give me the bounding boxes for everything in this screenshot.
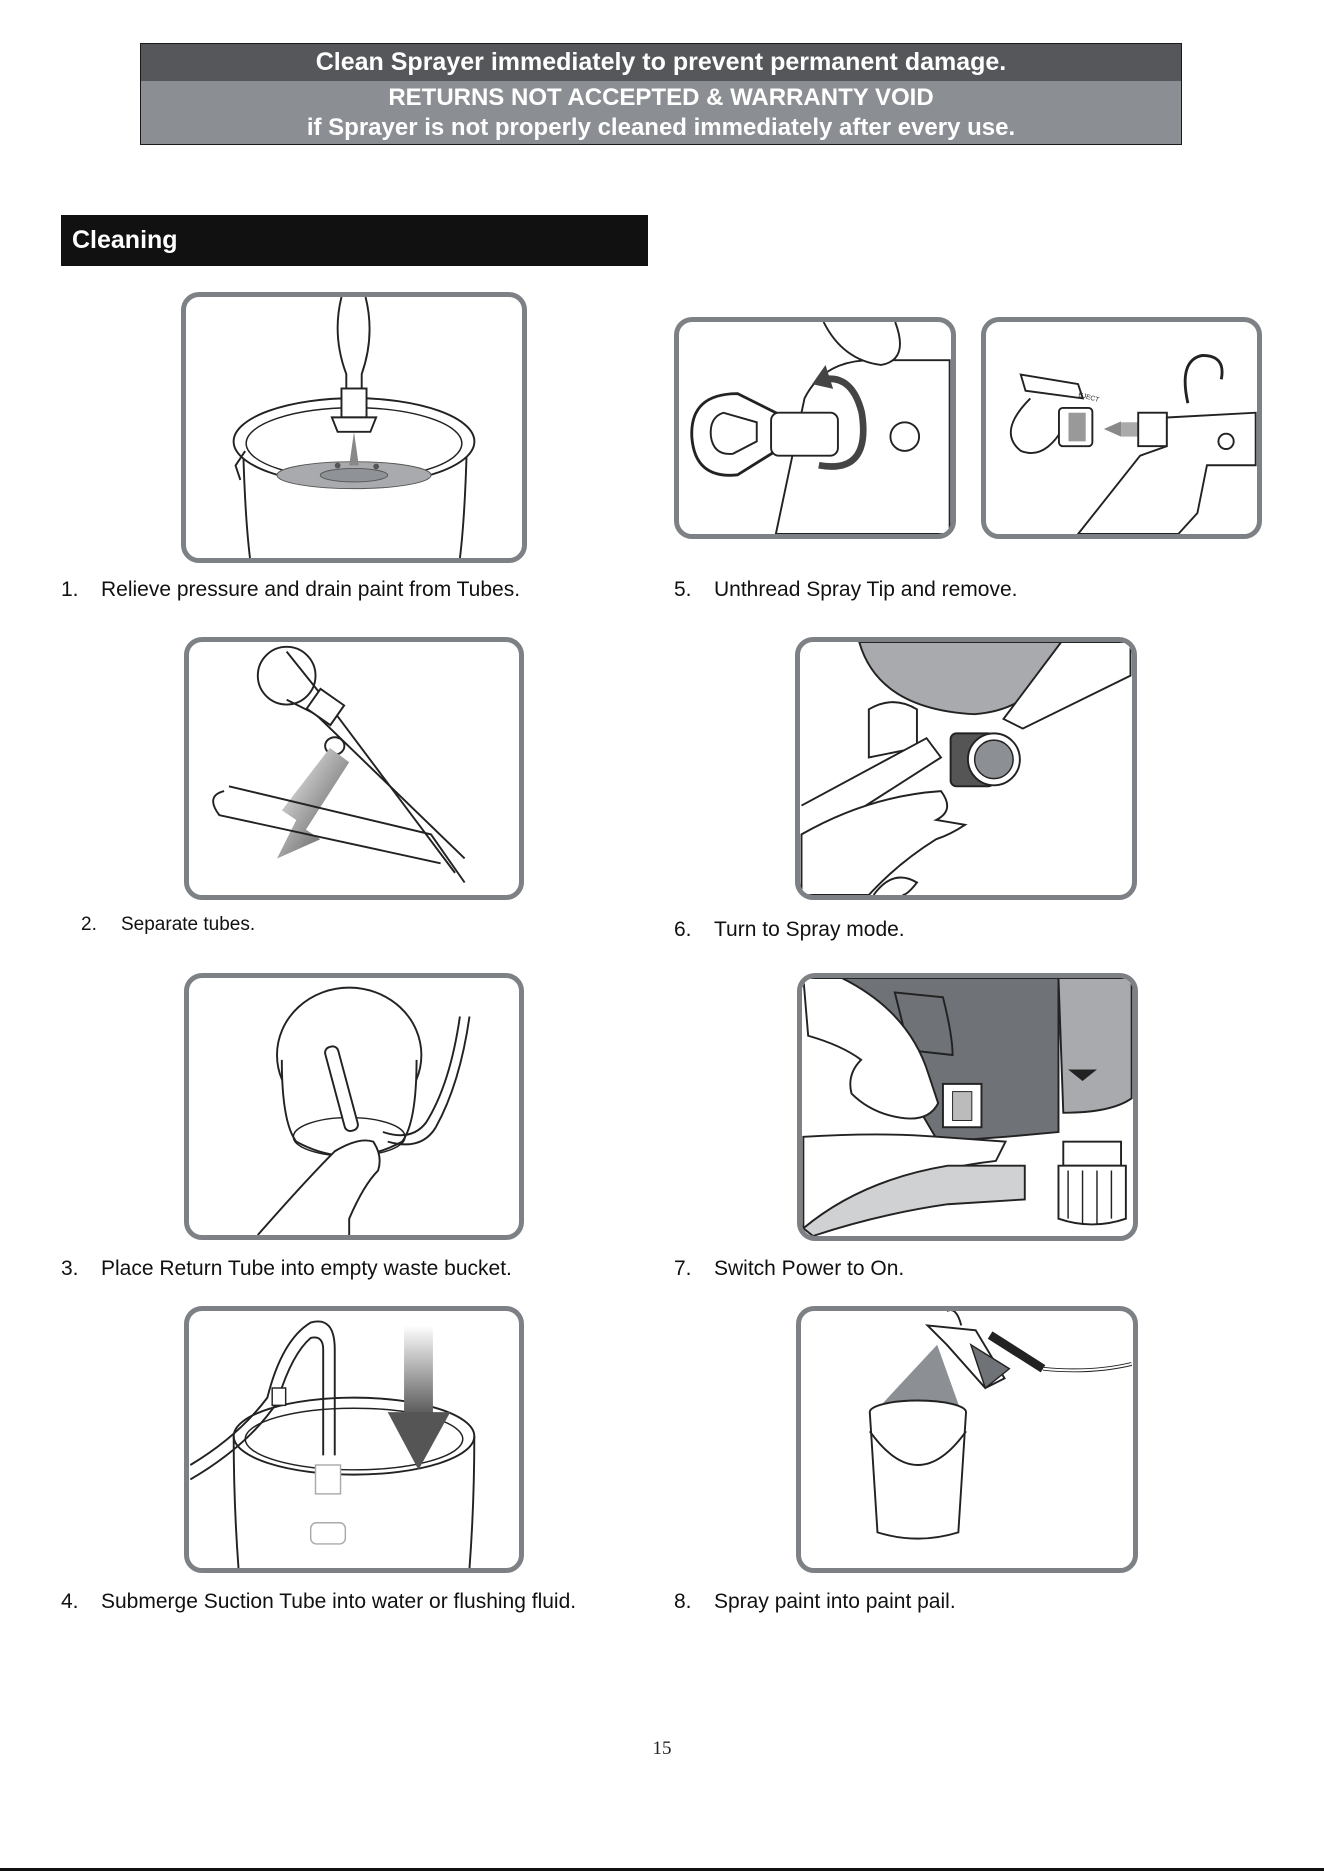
power-switch-drawing [802, 978, 1133, 1236]
step-text: Switch Power to On. [714, 1257, 905, 1280]
page-number: 15 [652, 1738, 672, 1759]
step-5-illustration-a [674, 317, 956, 539]
step-number: 8. [674, 1590, 692, 1613]
step-8-illustration [796, 1306, 1138, 1573]
step-3-illustration [184, 973, 524, 1240]
submerge-suction-drawing [189, 1320, 476, 1568]
step-2-illustration [184, 637, 524, 900]
step-text: Turn to Spray mode. [714, 918, 905, 941]
section-title: Cleaning [61, 215, 648, 266]
step-number: 4. [61, 1590, 79, 1613]
warning-line-1: Clean Sprayer immediately to prevent per… [141, 44, 1181, 81]
footer-rule [0, 1868, 1324, 1871]
step-text: Unthread Spray Tip and remove. [714, 578, 1018, 601]
step-text: Relieve pressure and drain paint from Tu… [101, 578, 521, 601]
step-6-illustration [795, 637, 1137, 900]
step-7-caption: 7. Switch Power to On. [674, 1257, 904, 1281]
warning-line-3: if Sprayer is not properly cleaned immed… [306, 114, 1016, 141]
spray-into-pail-drawing [868, 1311, 1133, 1540]
step-number: 1. [61, 578, 79, 601]
warning-body: RETURNS NOT ACCEPTED & WARRANTY VOID if … [141, 81, 1181, 144]
step-1-illustration [181, 292, 527, 563]
step-text: Separate tubes. [121, 914, 256, 935]
step-number: 3. [61, 1257, 79, 1280]
step-2-caption: 2. Separate tubes. [81, 914, 255, 936]
step-7-illustration [797, 973, 1138, 1241]
step-8-caption: 8. Spray paint into paint pail. [674, 1590, 956, 1614]
step-text: Place Return Tube into empty waste bucke… [101, 1257, 512, 1280]
step-1-caption: 1. Relieve pressure and drain paint from … [61, 578, 520, 602]
step-number: 7. [674, 1257, 692, 1280]
step-number: 6. [674, 918, 692, 941]
unthread-tip-drawing [690, 322, 951, 534]
spray-mode-knob-drawing [800, 642, 1132, 895]
step-5-caption: 5. Unthread Spray Tip and remove. [674, 578, 1018, 602]
return-tube-bucket-drawing [257, 986, 471, 1235]
step-4-caption: 4. Submerge Suction Tube into water or fl… [61, 1590, 576, 1614]
eject-tip-drawing: EJECT [1009, 353, 1257, 534]
separate-tubes-drawing [212, 645, 466, 884]
step-3-caption: 3. Place Return Tube into empty waste buc… [61, 1257, 512, 1281]
eject-label: EJECT [1078, 392, 1100, 404]
step-number: 5. [674, 578, 692, 601]
step-number: 2. [81, 914, 97, 935]
step-4-illustration [184, 1306, 524, 1573]
warning-line-2: RETURNS NOT ACCEPTED & WARRANTY VOID [388, 84, 934, 111]
step-6-caption: 6. Turn to Spray mode. [674, 918, 905, 942]
step-text: Spray paint into paint pail. [714, 1590, 956, 1613]
warning-banner: Clean Sprayer immediately to prevent per… [140, 43, 1182, 145]
step-5-illustration-b: EJECT [981, 317, 1262, 539]
step-text: Submerge Suction Tube into water or flus… [101, 1590, 577, 1613]
bucket-drain-drawing [232, 297, 476, 558]
